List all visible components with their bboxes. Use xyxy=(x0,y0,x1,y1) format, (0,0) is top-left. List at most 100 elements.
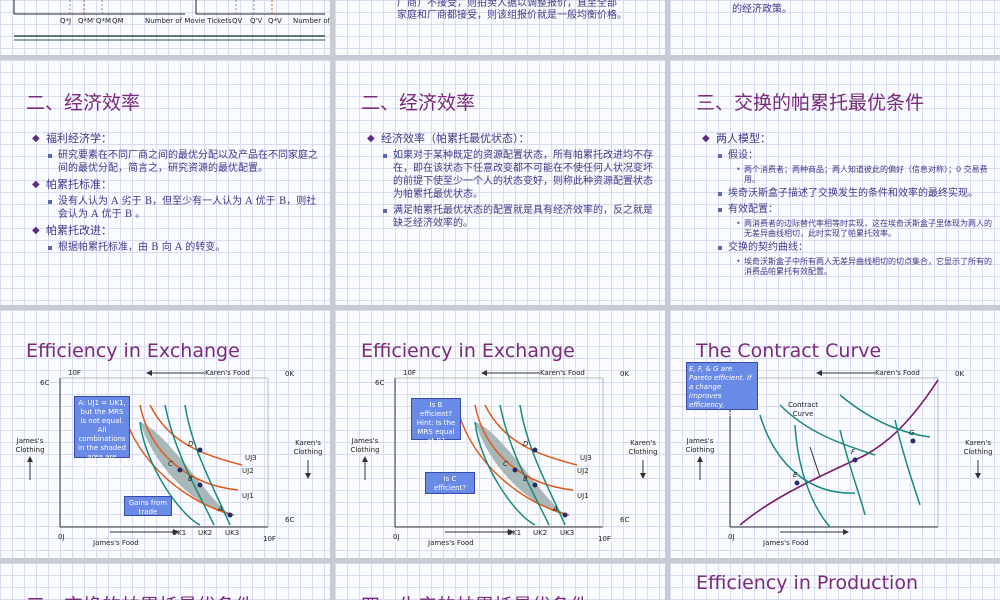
top-mid-line-1: 厂商）不接受，则拍卖人据以调整报价，直至全部 xyxy=(397,0,617,9)
ax1-tick-3: QM xyxy=(112,17,124,25)
bullet-level-3: 埃奇沃斯盒子中所有两人无差异曲线相切的切点集合，它显示了所有的消费品帕累托有效配… xyxy=(702,257,992,277)
point-label-d: D xyxy=(523,440,529,448)
top-left-chart: Q*J Q*M' Q*M QM Number of Movie Tickets … xyxy=(13,0,330,41)
callout-b: Is B efficient? Hint: Is the MRS equal a… xyxy=(411,398,461,445)
slide-economic-efficiency-1[interactable]: 二、经济效率 福利经济学： 研究要素在不同厂商之间的最优分配以及产品在不同家庭之间… xyxy=(0,60,330,305)
bullet-level-2: 假设： xyxy=(702,149,992,162)
label-karen-food: Karen's Food xyxy=(875,369,920,377)
arrowhead xyxy=(508,529,514,535)
top-right-line: 的经济政策。 xyxy=(732,4,792,15)
slide-body: 两人模型：假设：两个消费者；两种商品；两人知道彼此的偏好（信息对称）；0 交易费… xyxy=(702,130,992,278)
point-label-d: D xyxy=(188,440,194,448)
ax1-tick-0: Q*J xyxy=(60,17,71,25)
arrowhead xyxy=(305,473,311,479)
point-label-a: A xyxy=(217,505,223,513)
point-label-b: B xyxy=(523,475,528,483)
label-top-right: 0K xyxy=(285,370,294,378)
slide-top-right[interactable]: 的经济政策。 xyxy=(670,0,1000,55)
teal-curve-5 xyxy=(839,429,866,516)
slide-bottom-right[interactable]: Efficiency in Production xyxy=(670,563,1000,600)
label-top-right: 0K xyxy=(955,370,964,378)
point-label-b: B xyxy=(188,475,193,483)
arrowhead xyxy=(640,473,646,479)
label-bottom-10f: 10F xyxy=(598,535,611,543)
teal-curve-3 xyxy=(839,394,931,438)
label-james-food: James's Food xyxy=(762,539,809,547)
point-label-0: E xyxy=(793,471,798,479)
slide-top-left[interactable]: Q*J Q*M' Q*M QM Number of Movie Tickets … xyxy=(0,0,330,55)
slide-title: The Contract Curve xyxy=(696,340,882,362)
teal-curve-6 xyxy=(894,419,921,506)
point-a xyxy=(562,512,568,518)
label-karen-food: Karen's Food xyxy=(205,369,250,377)
label-6c-right: 6C xyxy=(620,516,629,524)
point-label-1: F xyxy=(851,448,856,456)
point-b xyxy=(532,482,538,488)
label-0j: 0J xyxy=(393,533,400,541)
uj2-curve xyxy=(139,404,239,491)
arrowhead xyxy=(975,473,981,479)
label-uj2: UJ2 xyxy=(242,467,254,475)
arrowhead xyxy=(173,529,179,535)
label-uk2: UK2 xyxy=(533,529,547,537)
slide-title: Efficiency in Exchange xyxy=(361,340,575,362)
uk2-curve xyxy=(164,404,215,526)
point-d xyxy=(197,447,203,453)
slide-title: 二、经济效率 xyxy=(361,92,476,114)
ax2-tick-2: Q*V xyxy=(268,17,282,25)
label-bottom-10f: 10F xyxy=(263,535,276,543)
uk1-curve xyxy=(139,421,201,526)
label-uk1: UK1 xyxy=(507,529,521,537)
ax1-label: Number of Movie Tickets xyxy=(145,17,232,25)
bullet-level-3: 两消费者的边际替代率相等时实现，这在埃奇沃斯盒子里体现为两人的无差异曲线相切，此… xyxy=(702,219,992,239)
slide-title: Efficiency in Exchange xyxy=(26,340,240,362)
label-uj3: UJ3 xyxy=(245,454,257,462)
arrowhead xyxy=(843,529,849,535)
teal-curve-1 xyxy=(759,414,856,494)
slide-economic-efficiency-2[interactable]: 二、经济效率 经济效率（帕累托最优状态）：如果对于某种既定的资源配置状态，所有帕… xyxy=(335,60,665,305)
label-uk1: UK1 xyxy=(172,529,186,537)
arrowhead xyxy=(816,370,822,376)
slide-title: 三、交换的帕累托最优条件 xyxy=(26,591,254,600)
ax2-tick-0: QV xyxy=(232,17,243,25)
uk2-curve xyxy=(499,404,550,526)
slide-body: 福利经济学： 研究要素在不同厂商之间的最优分配以及产品在不同家庭之间的最优分配，简… xyxy=(32,130,322,257)
slide-exchange-pareto[interactable]: 三、交换的帕累托最优条件 两人模型：假设：两个消费者；两种商品；两人知道彼此的偏… xyxy=(670,60,1000,305)
bullet-level-1: 两人模型： xyxy=(702,132,992,146)
label-top-right: 0K xyxy=(620,370,629,378)
callout-efg: E, F, & G are Pareto efficient. If a cha… xyxy=(686,362,758,418)
uk3-curve xyxy=(184,404,231,526)
label-uj2: UJ2 xyxy=(577,467,589,475)
point-2 xyxy=(910,438,916,444)
arrowhead xyxy=(362,456,368,462)
label-james-food: James's Food xyxy=(427,539,474,547)
bullet-level-2: 研究要素在不同厂商之间的最优分配以及产品在不同家庭之间的最优分配，简言之，研究资… xyxy=(32,149,322,175)
ax1-tick-2: Q*M xyxy=(96,17,111,25)
label-james-food: James's Food xyxy=(92,539,139,547)
arrowhead xyxy=(697,456,703,462)
bullet-level-1: 经济效率（帕累托最优状态）： xyxy=(367,132,657,146)
slide-title: 三、交换的帕累托最优条件 xyxy=(696,92,925,114)
slide-bottom-middle[interactable]: 四、生产的帕累托最优条件 xyxy=(335,563,665,600)
callout-a: A: UJ1 = UK1, but the MRS is not equal. … xyxy=(74,396,130,479)
bullet-level-2: 根据帕累托标准，由 B 向 A 的转变。 xyxy=(32,241,322,254)
label-uk3: UK3 xyxy=(560,529,574,537)
slide-top-middle[interactable]: 厂商）不接受，则拍卖人据以调整报价，直至全部 家庭和厂商都接受，则该组报价就是一… xyxy=(335,0,665,55)
slide-bottom-left[interactable]: 三、交换的帕累托最优条件 xyxy=(0,563,330,600)
slide-title: 二、经济效率 xyxy=(26,92,141,114)
label-uk2: UK2 xyxy=(198,529,212,537)
teal-curve-4 xyxy=(794,424,831,528)
label-0j: 0J xyxy=(728,533,735,541)
slide-title: 四、生产的帕累托最优条件 xyxy=(361,591,589,600)
bullet-level-1: 福利经济学： xyxy=(32,132,322,146)
contract-pointer xyxy=(809,446,821,478)
point-a xyxy=(227,512,233,518)
